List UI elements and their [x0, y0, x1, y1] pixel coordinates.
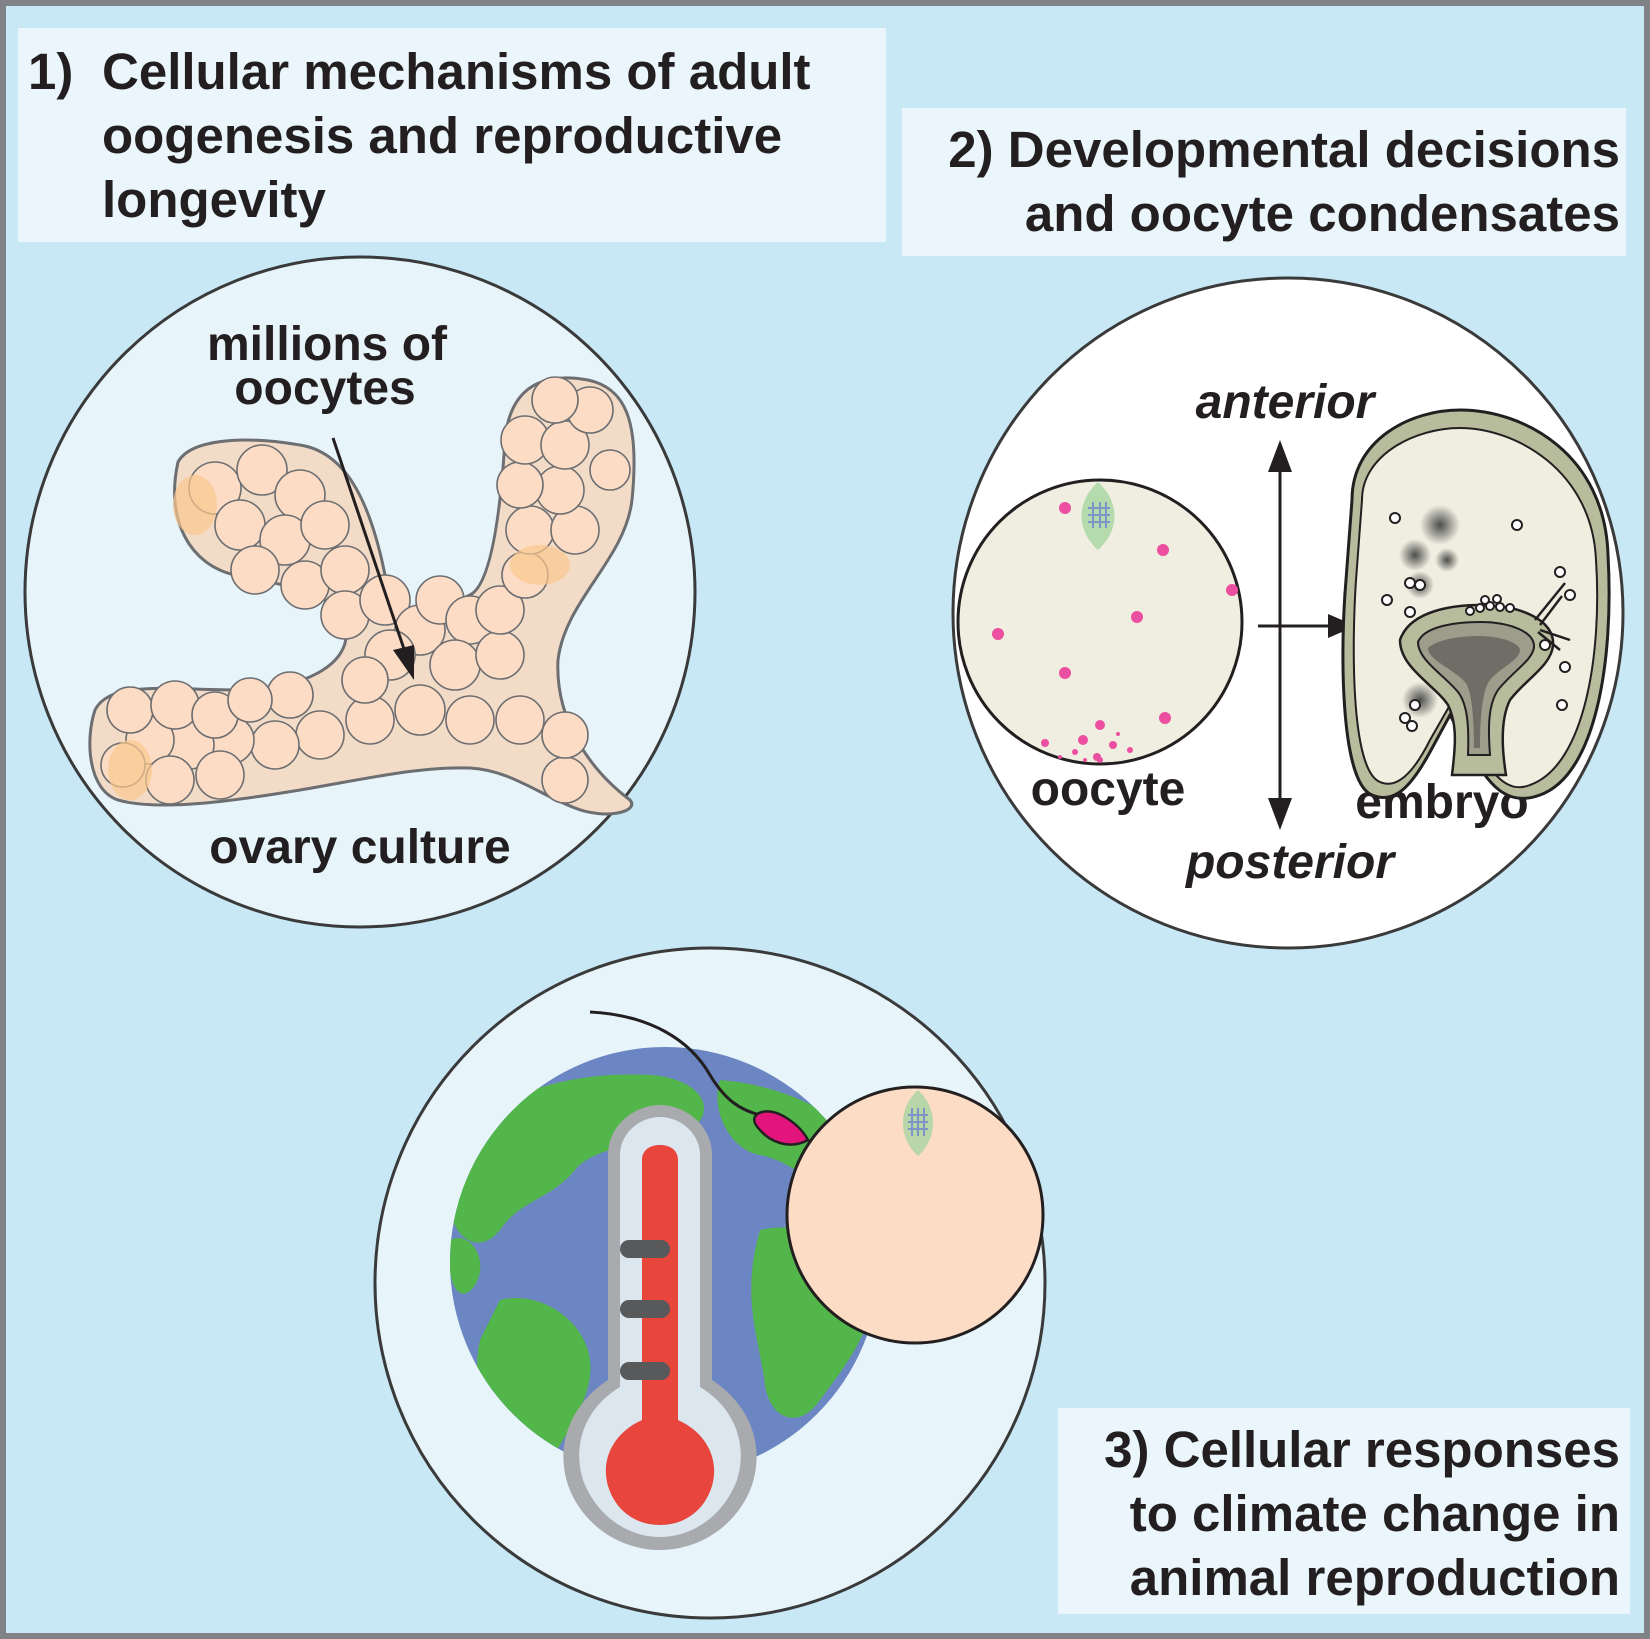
panel-3-title: 3) Cellular responses to climate change … [1104, 1418, 1620, 1610]
thermometer-icon [563, 1105, 757, 1550]
panel-2-title: 2) Developmental decisions and oocyte co… [948, 118, 1620, 246]
panel-1-number: 1) [28, 43, 74, 100]
panel-1-caption: 1) Cellular mechanisms of adult oogenesi… [18, 28, 886, 242]
ovary-culture-label: ovary culture [209, 821, 510, 874]
panel-1-title-line3: longevity [102, 171, 326, 228]
panel-2-title-line2: and oocyte condensates [1024, 185, 1620, 242]
panel-3-title-line3: animal reproduction [1129, 1549, 1620, 1606]
egg-icon [785, 1085, 1045, 1345]
embryo-illustration [1341, 408, 1611, 800]
panel-1-title: Cellular mechanisms of adult oogenesis a… [102, 40, 811, 232]
panel-2-title-line1: 2) Developmental decisions [948, 121, 1620, 178]
panel-1-title-line2: oogenesis and reproductive [102, 107, 783, 164]
panel-3-title-line1: 3) Cellular responses [1104, 1421, 1620, 1478]
panel-3-title-line2: to climate change in [1129, 1485, 1620, 1542]
ovary-illustration [88, 376, 636, 816]
posterior-label: posterior [1184, 836, 1396, 889]
pointer-arrow [331, 437, 414, 680]
panel-2-caption: 2) Developmental decisions and oocyte co… [902, 108, 1626, 256]
anterior-label: anterior [1196, 376, 1377, 429]
sperm-icon [589, 1010, 810, 1146]
millions-label-line1: millions of [207, 318, 448, 371]
axis-arrow [1268, 440, 1292, 830]
oocyte-label: oocyte [1031, 763, 1186, 816]
egg-spindle-icon [903, 1090, 933, 1156]
spindle-icon [1081, 482, 1115, 550]
oocyte-illustration [956, 478, 1244, 766]
panel-3-caption: 3) Cellular responses to climate change … [1058, 1408, 1630, 1614]
millions-label-line2: oocytes [234, 362, 415, 415]
panel-1-title-line1: Cellular mechanisms of adult [102, 43, 811, 100]
